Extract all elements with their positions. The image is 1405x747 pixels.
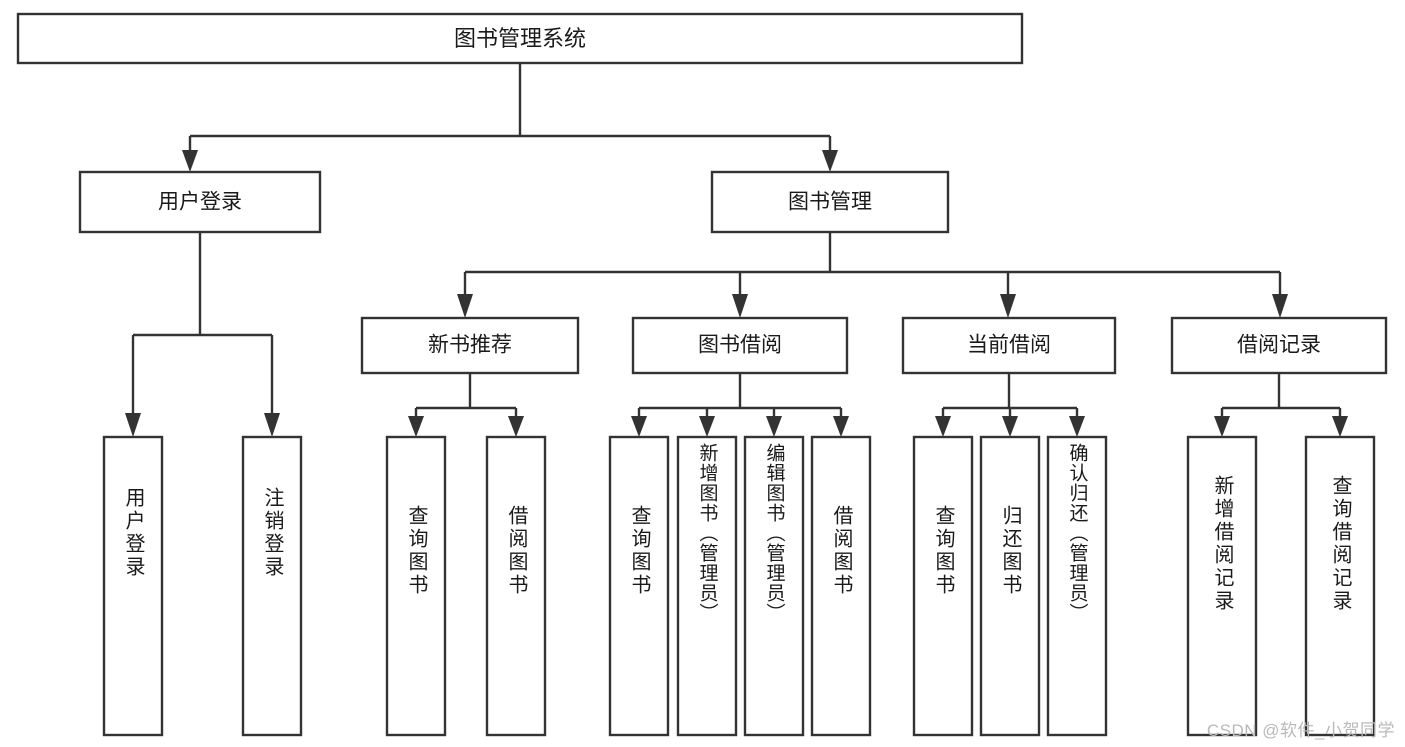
node-user-login[interactable]: 用户登录 bbox=[78, 170, 322, 234]
arrow-head-leaf-query-book-2 bbox=[631, 416, 647, 437]
leaf-borrow-book-1-box[interactable] bbox=[485, 435, 547, 737]
node-new-book-rec[interactable]: 新书推荐 bbox=[360, 316, 580, 375]
node-user-login-box bbox=[78, 170, 322, 234]
node-book-borrow-label: 图书借阅 bbox=[698, 334, 782, 357]
node-root-box bbox=[16, 12, 1024, 65]
node-book-manage[interactable]: 图书管理 bbox=[710, 170, 950, 234]
connector-new-book-rec-to-leaves bbox=[408, 373, 524, 437]
leaf-add-record-box[interactable] bbox=[1186, 435, 1258, 737]
arrow-head-leaf-edit-book bbox=[766, 416, 782, 437]
arrow-head-leaf-borrow-book-2 bbox=[833, 416, 849, 437]
connector-borrow-record-to-leaves bbox=[1214, 373, 1348, 437]
arrow-head-leaf-query-record bbox=[1332, 416, 1348, 437]
node-borrow-record-label: 借阅记录 bbox=[1237, 334, 1321, 357]
arrow-head-user-login bbox=[182, 150, 198, 172]
connector-user-login-to-leaves bbox=[125, 232, 280, 437]
leaf-query-book-2-box[interactable] bbox=[608, 435, 670, 737]
node-current-borrow[interactable]: 当前借阅 bbox=[901, 316, 1117, 375]
leaf-borrow-book-2-box[interactable] bbox=[810, 435, 872, 737]
node-user-login-label: 用户登录 bbox=[158, 191, 242, 214]
node-current-borrow-box bbox=[901, 316, 1117, 375]
node-new-book-rec-label: 新书推荐 bbox=[428, 334, 512, 357]
node-current-borrow-label: 当前借阅 bbox=[967, 334, 1051, 357]
node-root[interactable]: 图书管理系统 bbox=[16, 12, 1024, 65]
arrow-head-leaf-add-record bbox=[1214, 416, 1230, 437]
connector-current-borrow-to-leaves bbox=[935, 373, 1085, 437]
node-book-borrow[interactable]: 图书借阅 bbox=[631, 316, 849, 375]
arrow-head-book-borrow bbox=[732, 294, 748, 318]
arrow-head-leaf-query-book-3 bbox=[935, 416, 951, 437]
leaf-confirm-return-box[interactable] bbox=[1046, 435, 1108, 737]
connector-book-manage-to-level3 bbox=[457, 232, 1288, 318]
arrow-head-current-borrow bbox=[1000, 294, 1016, 318]
arrow-head-borrow-record bbox=[1272, 294, 1288, 318]
arrow-head-leaf-logout bbox=[264, 413, 280, 437]
arrow-head-leaf-add-book bbox=[699, 416, 715, 437]
node-root-label: 图书管理系统 bbox=[454, 26, 586, 51]
leaf-add-book-box[interactable] bbox=[676, 435, 738, 737]
arrow-head-book-manage bbox=[822, 150, 838, 172]
leaf-edit-book-box[interactable] bbox=[743, 435, 805, 737]
leaf-logout-box[interactable] bbox=[241, 435, 303, 737]
leaf-query-book-3-box[interactable] bbox=[912, 435, 974, 737]
node-new-book-rec-box bbox=[360, 316, 580, 375]
leaf-query-book-1-box[interactable] bbox=[385, 435, 447, 737]
connector-book-borrow-to-leaves bbox=[631, 373, 849, 437]
arrow-head-leaf-borrow-book-1 bbox=[508, 416, 524, 437]
leaf-return-book-box[interactable] bbox=[979, 435, 1041, 737]
arrow-head-leaf-user-login bbox=[125, 413, 141, 437]
leaf-query-record-box[interactable] bbox=[1304, 435, 1376, 737]
arrow-head-leaf-query-book-1 bbox=[408, 416, 424, 437]
csdn-watermark: CSDN @软件_小贺同学 bbox=[1206, 721, 1395, 740]
arrow-head-leaf-confirm-return bbox=[1069, 416, 1085, 437]
leaf-user-login-box[interactable] bbox=[102, 435, 164, 737]
node-borrow-record[interactable]: 借阅记录 bbox=[1170, 316, 1388, 375]
arrow-head-leaf-return-book bbox=[1002, 416, 1018, 437]
connector-root-to-level2 bbox=[182, 63, 838, 172]
node-book-manage-label: 图书管理 bbox=[788, 191, 872, 214]
arrow-head-new-book-rec bbox=[457, 294, 473, 318]
